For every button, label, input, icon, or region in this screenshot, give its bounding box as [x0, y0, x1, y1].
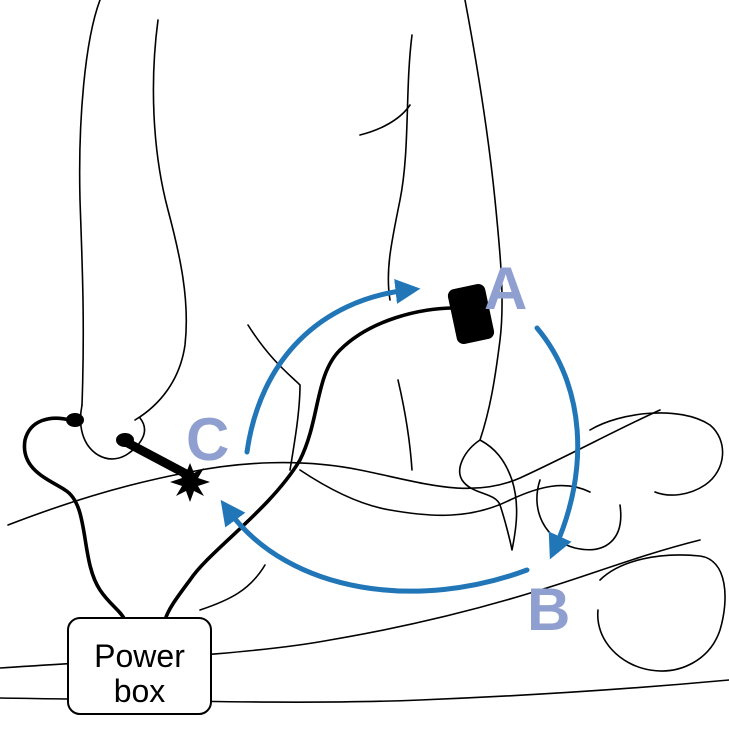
probe-cable	[22, 416, 127, 622]
arrow-a-to-b	[534, 325, 581, 560]
spark-star	[170, 463, 210, 502]
power-box-frame	[67, 617, 212, 715]
label-b: B	[527, 576, 570, 643]
label-c: C	[186, 406, 229, 473]
spark-icon	[170, 463, 210, 502]
power-box-label-line2: box	[114, 673, 166, 709]
label-a: A	[484, 255, 527, 322]
arrow-c-to-a	[244, 278, 421, 455]
therapist-right-hand	[458, 439, 518, 551]
probe-end-cap	[66, 413, 84, 427]
probe-icon	[66, 413, 193, 480]
therapist-torso-line	[359, 104, 411, 136]
arrow-b-to-c	[220, 499, 530, 594]
power-box: Power box	[67, 617, 212, 715]
pad-cable	[163, 306, 457, 622]
patient-head-back	[597, 554, 726, 672]
power-box-label-line1: Power	[94, 638, 185, 674]
therapist-left-arm-inner	[134, 19, 188, 421]
therapist-right-arm-outer	[387, 34, 413, 301]
patient-arm	[299, 469, 591, 517]
therapist-left-arm-outer	[78, 0, 101, 406]
patient-back-line	[7, 409, 661, 526]
therapist-right-arm-inner	[464, 0, 503, 441]
patient-head	[589, 412, 724, 496]
probe-grip	[116, 433, 134, 447]
patient-shoulder	[536, 479, 622, 551]
therapist-figure	[78, 0, 518, 551]
electrode-pad-icon	[447, 283, 495, 345]
therapist-left-hand	[79, 404, 146, 460]
therapist-leg-left	[247, 324, 301, 471]
therapist-leg-right	[397, 379, 413, 471]
patient-leg-line	[199, 564, 266, 611]
